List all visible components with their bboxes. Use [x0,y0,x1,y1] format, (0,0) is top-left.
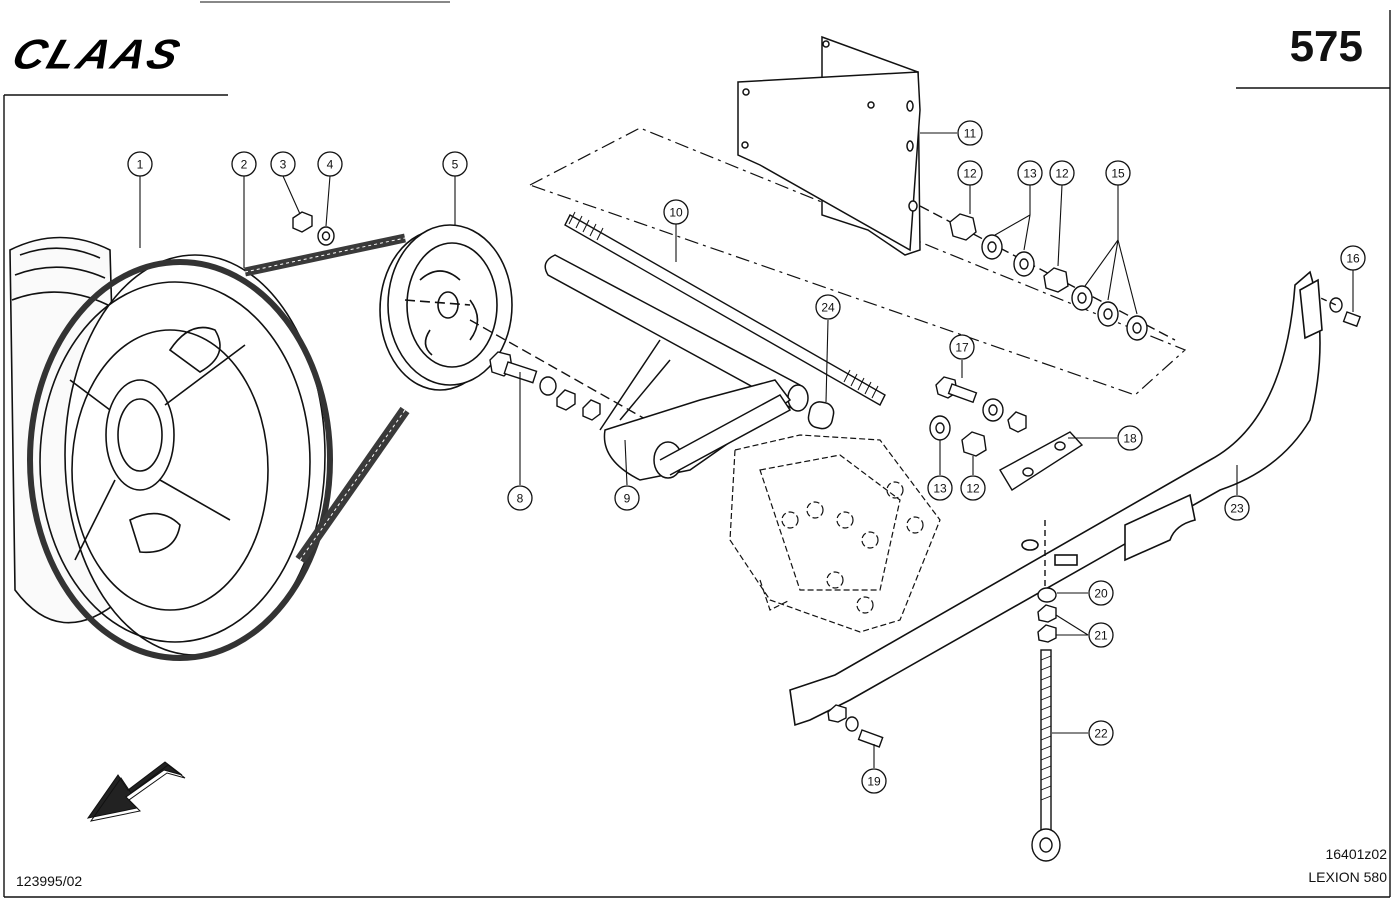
callout-circle [1224,495,1250,521]
bolt-19-parts [827,704,884,748]
tension-arm [599,339,792,481]
callout-circle [960,475,986,501]
callout-circle [815,294,841,320]
callout-number: 17 [955,341,969,355]
callout-circle [1088,622,1114,648]
callout-12: 12 [1049,160,1075,186]
callout-number: 13 [1023,167,1037,181]
callout-circle [1017,160,1043,186]
callout-13: 13 [1017,160,1043,186]
tension-pulley [379,224,513,391]
callout-20: 20 [1088,580,1114,606]
tension-tube [544,254,835,430]
callout-5: 5 [442,151,468,177]
callout-11: 11 [957,120,983,146]
callout-circle [317,151,343,177]
callout-number: 19 [867,775,881,789]
nut-and-washer [292,211,335,246]
small-bolt [1302,289,1362,328]
callout-number: 15 [1111,167,1125,181]
figure-code: 16401z02 [1325,846,1387,862]
callout-9: 9 [614,485,640,511]
callout-number: 9 [624,492,631,506]
threaded-rod [564,211,886,406]
callout-circle [957,160,983,186]
bracket-plate [737,35,921,256]
callout-8: 8 [507,485,533,511]
dashed-mounting-outline [528,127,1187,396]
callout-circle [507,485,533,511]
callout-16: 16 [1340,245,1366,271]
large-pulley [9,236,333,661]
callout-23: 23 [1224,495,1250,521]
callout-13: 13 [927,475,953,501]
callout-number: 11 [964,127,977,141]
support-arm [789,270,1323,727]
callout-4: 4 [317,151,343,177]
drawing-reference: 123995/02 [16,873,83,889]
callout-number: 13 [933,482,947,496]
machine-model: LEXION 580 [1308,869,1387,885]
callout-17: 17 [949,334,975,360]
callout-circle [127,151,153,177]
callout-number: 16 [1346,252,1360,266]
callout-circle [949,334,975,360]
callout-number: 12 [966,482,980,496]
callout-21: 21 [1088,622,1114,648]
callout-number: 21 [1094,629,1108,643]
callout-number: 24 [821,301,835,315]
bolt-and-plate [929,376,1084,491]
callout-number: 23 [1230,502,1244,516]
callout-number: 8 [517,492,524,506]
callout-15: 15 [1105,160,1131,186]
frame-lines [3,1,1391,898]
callout-18: 18 [1117,425,1143,451]
callout-24: 24 [815,294,841,320]
callout-circle [663,199,689,225]
callout-circle [1105,160,1131,186]
callout-circle [231,151,257,177]
callout-number: 5 [452,158,459,172]
hydraulic-pump [729,434,941,633]
callout-circle [1117,425,1143,451]
callout-number: 20 [1094,587,1108,601]
page-number: 575 [1289,22,1363,71]
arrow-down-left-icon [86,761,186,822]
callout-circle [861,768,887,794]
callout-number: 12 [1055,167,1069,181]
callout-number: 2 [241,158,248,172]
callout-12: 12 [957,160,983,186]
callout-circle [1049,160,1075,186]
callout-circle [1340,245,1366,271]
callout-2: 2 [231,151,257,177]
leader-lines [139,132,1354,768]
callout-22: 22 [1088,720,1114,746]
callout-circle [614,485,640,511]
callout-circle [1088,580,1114,606]
callout-10: 10 [663,199,689,225]
callout-3: 3 [270,151,296,177]
callout-number: 3 [280,158,287,172]
callout-circle [270,151,296,177]
callout-number: 4 [327,158,334,172]
callout-number: 22 [1094,727,1108,741]
callout-number: 12 [963,167,977,181]
washer-stack [919,205,1176,341]
callout-circle [927,475,953,501]
callout-circle [957,120,983,146]
callout-number: 1 [137,158,144,172]
tie-rod [1031,520,1061,862]
callout-19: 19 [861,768,887,794]
callout-12: 12 [960,475,986,501]
callout-circle [442,151,468,177]
callout-1: 1 [127,151,153,177]
callout-number: 10 [669,206,683,220]
callout-circle [1088,720,1114,746]
callout-number: 18 [1123,432,1137,446]
v-belt [244,233,410,564]
